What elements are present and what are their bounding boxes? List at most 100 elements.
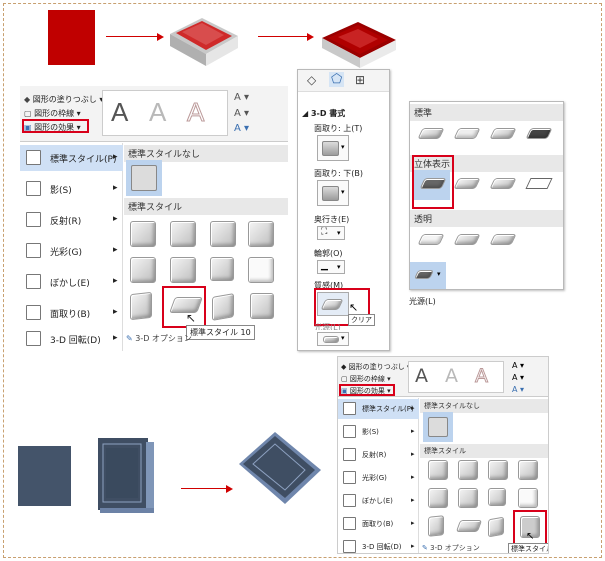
preset-6[interactable] bbox=[458, 488, 478, 508]
menu-item-glow[interactable]: 光彩(G) ▸ bbox=[20, 238, 123, 264]
menu-item-preset[interactable]: 標準スタイル(P) ▸ bbox=[20, 145, 123, 171]
preset-8[interactable] bbox=[518, 488, 538, 508]
wordart-style-1[interactable]: A bbox=[415, 365, 428, 387]
preset-1[interactable] bbox=[428, 460, 448, 480]
material-wireframe[interactable] bbox=[525, 178, 553, 189]
lighting-dropdown[interactable]: ▾ bbox=[317, 332, 349, 346]
preset-7[interactable] bbox=[488, 488, 506, 506]
material-translucent-powder[interactable] bbox=[489, 234, 517, 245]
menu-item-preset-2[interactable]: 標準スタイル(P) ▸ bbox=[338, 399, 419, 419]
menu-item-3d-rotation-2[interactable]: 3-D 回転(D) ▸ bbox=[338, 537, 419, 553]
menu-item-soft-edges[interactable]: ぼかし(E) ▸ bbox=[20, 269, 123, 295]
ribbon-outline-button[interactable]: ▢ 図形の枠線 ▾ bbox=[24, 109, 81, 118]
effects-menu-list: 標準スタイル(P) ▸ 影(S) ▸ 反射(R) ▸ 光彩(G) ▸ ぼかし(E… bbox=[20, 143, 123, 351]
tooltip-preset-12: 標準スタイル 12 bbox=[508, 543, 548, 553]
material-standard-header: 標準 bbox=[410, 104, 563, 121]
text-fill-icon[interactable]: A ▾ bbox=[234, 92, 250, 103]
text-effects-icon[interactable]: A ▾ bbox=[512, 385, 525, 394]
depth-color-dropdown[interactable]: ⛶ ▾ bbox=[317, 226, 345, 240]
menu-item-soft-edges-2[interactable]: ぼかし(E) ▸ bbox=[338, 491, 419, 511]
material-highlight bbox=[314, 288, 370, 326]
size-tab-icon[interactable]: ⊞ bbox=[355, 73, 366, 87]
text-outline-icon[interactable]: A ▾ bbox=[512, 373, 525, 382]
fill-line-tab-icon[interactable]: ◇ bbox=[307, 73, 317, 87]
preset-5[interactable] bbox=[130, 257, 156, 283]
material-clear[interactable] bbox=[453, 234, 481, 245]
ribbon-strip-2: ◆ 図形の塗りつぶし ▾ ▢ 図形の枠線 ▾ ▣ 図形の効果 ▾ A A A A… bbox=[338, 357, 548, 397]
chevron-right-icon: ▸ bbox=[411, 519, 415, 527]
effects-tab-icon[interactable]: ⬠ bbox=[329, 72, 345, 87]
fill-icon: ◆ bbox=[24, 95, 31, 104]
tooltip-preset-10: 標準スタイル 10 bbox=[186, 325, 255, 340]
text-outline-icon[interactable]: A ▾ bbox=[234, 108, 250, 119]
preset-9[interactable] bbox=[428, 515, 444, 537]
preset-4[interactable] bbox=[518, 460, 538, 480]
pane-section-title[interactable]: ◢ 3-D 書式 bbox=[302, 109, 346, 118]
menu-item-glow-2[interactable]: 光彩(G) ▸ bbox=[338, 468, 419, 488]
preset-1[interactable] bbox=[130, 221, 156, 247]
menu-item-shadow-2[interactable]: 影(S) ▸ bbox=[338, 422, 419, 442]
preset-3[interactable] bbox=[210, 221, 236, 247]
rotation-icon bbox=[343, 540, 356, 553]
chevron-down-icon: ▾ bbox=[337, 263, 341, 271]
brush-icon: ✎ bbox=[126, 334, 133, 343]
preset-none-2[interactable] bbox=[428, 417, 448, 437]
preset-2[interactable] bbox=[458, 460, 478, 480]
material-soft-edge[interactable] bbox=[453, 178, 481, 189]
material-powder[interactable] bbox=[417, 234, 445, 245]
red-bevel-shape-2 bbox=[318, 12, 398, 72]
lighting-button-bg[interactable]: ▾ bbox=[410, 262, 446, 289]
wordart-style-2[interactable]: A bbox=[149, 97, 167, 127]
material-plastic[interactable] bbox=[489, 128, 517, 139]
menu-item-shadow[interactable]: 影(S) ▸ bbox=[20, 176, 123, 202]
menu-item-3d-rotation[interactable]: 3-D 回転(D) ▸ bbox=[20, 327, 123, 351]
option-3d-link[interactable]: ✎ 3-D オプション bbox=[126, 334, 192, 343]
material-flat[interactable] bbox=[489, 178, 517, 189]
wordart-style-3[interactable]: A bbox=[186, 97, 205, 128]
wordart-style-2[interactable]: A bbox=[445, 365, 458, 387]
menu-item-reflection-2[interactable]: 反射(R) ▸ bbox=[338, 445, 419, 465]
menu-item-reflection[interactable]: 反射(R) ▸ bbox=[20, 207, 123, 233]
preset-4[interactable] bbox=[248, 221, 274, 247]
red-bevel-shape-1 bbox=[166, 8, 240, 70]
ribbon-effects-button[interactable]: ▣ 図形の効果 ▾ bbox=[24, 123, 81, 132]
chevron-down-icon: ▾ bbox=[341, 188, 345, 196]
preset-none[interactable] bbox=[131, 165, 157, 191]
chevron-down-icon: ▾ bbox=[437, 270, 441, 278]
preset-11[interactable] bbox=[212, 293, 234, 321]
wordart-style-1[interactable]: A bbox=[111, 97, 129, 127]
ribbon-fill-button[interactable]: ◆ 図形の塗りつぶし ▾ bbox=[24, 95, 104, 104]
ribbon-outline-button-2[interactable]: ▢ 図形の枠線 ▾ bbox=[341, 375, 391, 383]
preset-11[interactable] bbox=[488, 516, 504, 538]
text-effects-icon[interactable]: A ▾ bbox=[234, 123, 250, 134]
material-dropdown[interactable] bbox=[317, 292, 349, 316]
glow-icon bbox=[26, 243, 41, 258]
bevel-top-dropdown[interactable]: ▾ bbox=[317, 135, 349, 161]
text-fill-icon[interactable]: A ▾ bbox=[512, 361, 525, 370]
menu-item-bevel[interactable]: 面取り(B) ▸ bbox=[20, 300, 123, 326]
contour-color-dropdown[interactable]: ▁ ▾ bbox=[317, 260, 345, 274]
preset-5[interactable] bbox=[428, 488, 448, 508]
pane-tabs: ◇ ⬠ ⊞ bbox=[298, 70, 389, 92]
preset-12[interactable] bbox=[250, 293, 274, 319]
bevel-bottom-dropdown[interactable]: ▾ bbox=[317, 180, 349, 206]
option-3d-link-2[interactable]: ✎ 3-D オプション bbox=[422, 544, 480, 552]
preset-6[interactable] bbox=[170, 257, 196, 283]
ribbon-effects-button-2[interactable]: ▣ 図形の効果 ▾ bbox=[341, 387, 391, 395]
preset-3[interactable] bbox=[488, 460, 508, 480]
material-warm-matte[interactable] bbox=[453, 128, 481, 139]
material-metal[interactable] bbox=[525, 128, 553, 139]
slate-bevel-rotated bbox=[235, 428, 325, 508]
fill-icon: ◆ bbox=[341, 363, 347, 371]
preset-7[interactable] bbox=[210, 257, 234, 281]
ribbon-fill-button-2[interactable]: ◆ 図形の塗りつぶし ▾ bbox=[341, 363, 410, 371]
preset-9[interactable] bbox=[130, 291, 152, 321]
preset-2[interactable] bbox=[170, 221, 196, 247]
preset-12[interactable] bbox=[520, 516, 540, 538]
material-matte[interactable] bbox=[417, 128, 445, 139]
preset-10[interactable] bbox=[455, 520, 483, 532]
preset-8[interactable] bbox=[248, 257, 274, 283]
material-special-highlight bbox=[412, 155, 454, 209]
menu-item-bevel-2[interactable]: 面取り(B) ▸ bbox=[338, 514, 419, 534]
wordart-style-3[interactable]: A bbox=[475, 365, 489, 388]
